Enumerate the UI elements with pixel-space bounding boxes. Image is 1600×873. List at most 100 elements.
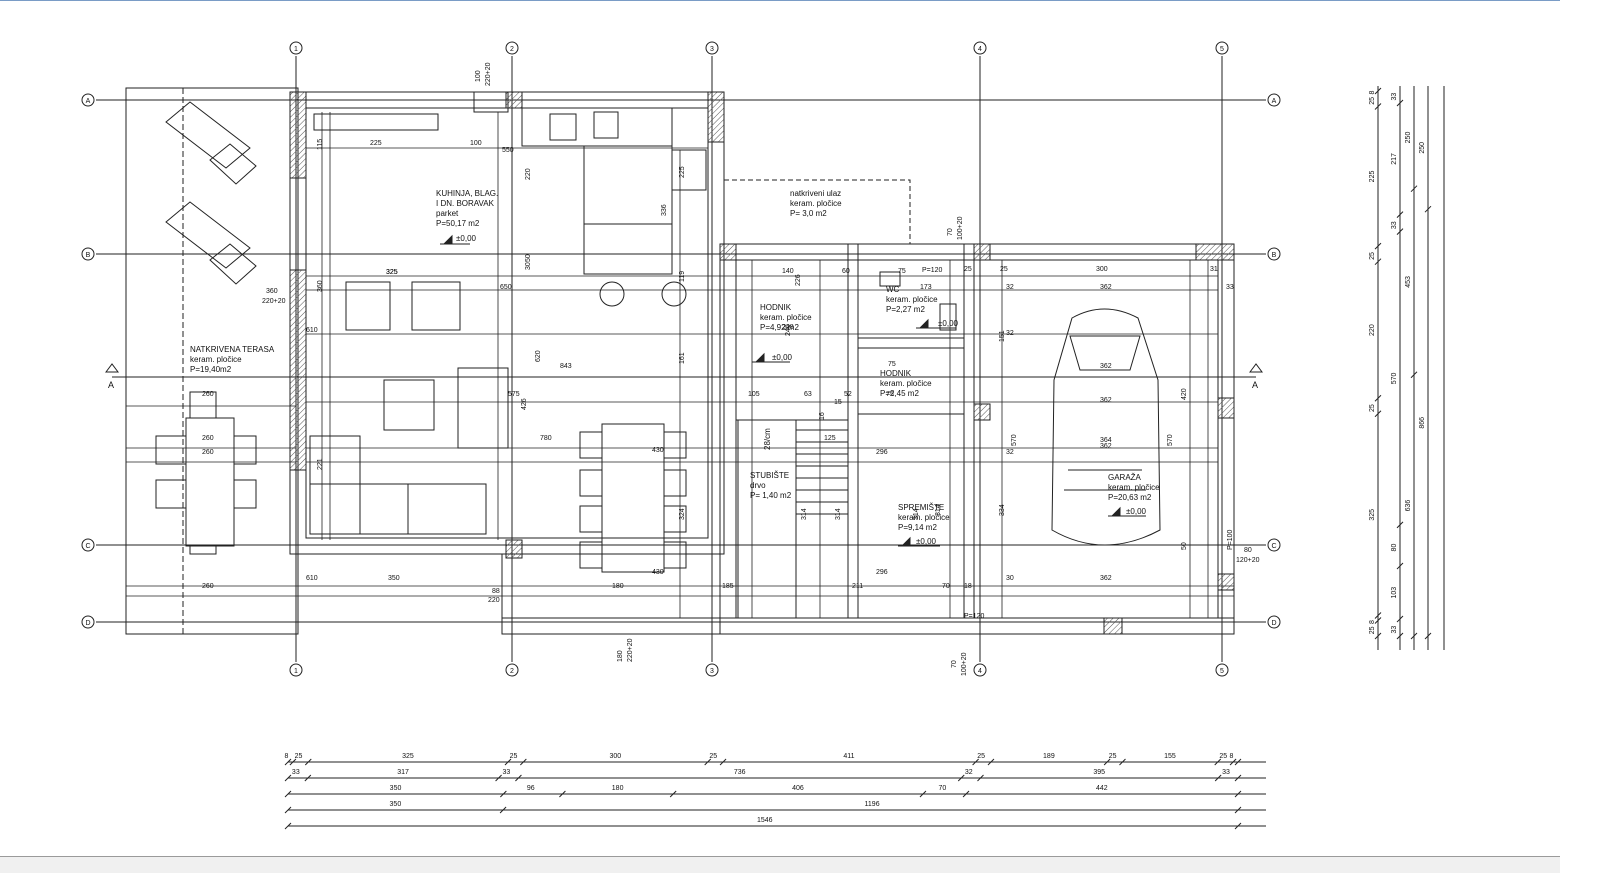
bottom-dim-tick — [289, 758, 297, 766]
right-dim-tick — [1374, 87, 1382, 95]
bottom-dim-tick — [515, 774, 522, 782]
bottom-dim-label: 25 — [709, 753, 717, 760]
right-dim-tick — [1374, 632, 1382, 640]
interior-dim-label: 314 — [935, 504, 942, 516]
bottom-dim-tick — [284, 774, 292, 782]
bottom-dim-label: 96 — [527, 785, 535, 792]
bottom-dim-label: 180 — [612, 785, 624, 792]
interior-dim-label: 221 — [317, 458, 324, 470]
hall1-level: ±0,00 — [772, 353, 793, 362]
bottom-dim-label: 70 — [939, 785, 947, 792]
right-dim-tick — [1410, 371, 1418, 379]
wc-floor: keram. pločice — [886, 295, 938, 304]
interior-dim-label: 211 — [852, 583, 863, 590]
horizontal-scrollbar[interactable] — [0, 856, 1560, 873]
bottom-dim-tick — [504, 758, 512, 766]
right-dim-tick — [1424, 632, 1432, 640]
bottom-dim-label: 25 — [977, 753, 985, 760]
interior-dim-label: 362 — [1100, 284, 1112, 291]
interior-dim-label: 75 — [886, 391, 894, 398]
right-dim-label: 8 — [1369, 90, 1376, 94]
interior-dim-label: 225 — [370, 140, 382, 147]
interior-dim-label: 620 — [535, 350, 542, 362]
interior-dim-label: 550 — [502, 147, 514, 154]
bottom-dim-tick — [962, 790, 970, 798]
interior-dim-label: 63 — [804, 391, 812, 398]
bottom-dim-tick — [519, 758, 527, 766]
bottom-dim-tick — [977, 774, 984, 782]
axis-label-left-B: B — [86, 252, 91, 259]
entrance-name: natkriveni ulaz — [790, 189, 841, 198]
window-p120-top: P=120 — [922, 267, 943, 274]
hall2-area: P=2,45 m2 — [880, 389, 919, 398]
axis-label-right-A: A — [1272, 98, 1277, 105]
window-70-bottom-height: 100+20 — [961, 652, 968, 676]
right-dim-label: 453 — [1405, 276, 1412, 288]
interior-dim-label: 52 — [844, 391, 852, 398]
garage-car — [1051, 308, 1161, 546]
bottom-dim-tick — [495, 774, 502, 782]
wc-area: P=2,27 m2 — [886, 305, 925, 314]
stairs-floor: drvo — [750, 481, 766, 490]
terrace-name: NATKRIVENA TERASA — [190, 345, 275, 354]
right-dim-tick — [1374, 394, 1382, 402]
terrace-floor: keram. pločice — [190, 355, 242, 364]
window-top-border — [0, 0, 1560, 1]
interior-dim-label: 350 — [388, 575, 400, 582]
garage-door-height: 120+20 — [1236, 557, 1260, 564]
axis-label-left-C: C — [85, 543, 90, 550]
interior-dim-label: 246 — [785, 324, 792, 336]
interior-dim-label: 32 — [1006, 449, 1014, 456]
right-dim-label: 250 — [1405, 132, 1412, 144]
bottom-dim-tick — [1234, 758, 1242, 766]
interior-dim-label: 140 — [782, 268, 794, 275]
right-dim-label: 220 — [1369, 324, 1376, 336]
right-dim-tick — [1374, 103, 1382, 110]
wc-fixtures — [879, 271, 957, 331]
bottom-dim-tick — [919, 790, 927, 798]
interior-dim-label: 32 — [1006, 330, 1014, 337]
interior-dim-label: 334 — [999, 504, 1006, 516]
interior-dim-label: 60 — [842, 268, 850, 275]
hall1-name: HODNIK — [760, 303, 792, 312]
bottom-dim-label: 155 — [1164, 753, 1176, 760]
right-dim-tick — [1374, 410, 1382, 418]
right-dim-tick — [1396, 632, 1404, 640]
interior-dim-label: 125 — [824, 435, 836, 442]
interior-dim-label: 362 — [1100, 397, 1112, 404]
window-70-top-height: 100+20 — [957, 216, 964, 240]
bottom-dim-tick — [1103, 758, 1111, 766]
interior-dim-label: 430 — [652, 569, 664, 576]
storage-area: P=9,14 m2 — [898, 523, 937, 532]
interior-dim-label: 33 — [1226, 284, 1234, 291]
right-dim-tick — [1396, 211, 1404, 218]
bottom-dim-label: 33 — [503, 769, 511, 776]
bottom-dim-tick — [284, 790, 292, 798]
interior-dim-label: 260 — [202, 449, 214, 456]
axis-label-right-C: C — [1271, 543, 1276, 550]
bottom-dim-tick — [304, 758, 312, 766]
interior-dim-label: 115 — [317, 139, 324, 150]
axis-label-bottom-4: 4 — [978, 668, 982, 675]
interior-dim-label: 225 — [679, 166, 686, 178]
bottom-dim-tick — [1214, 774, 1222, 782]
interior-dim-label: 360 — [317, 280, 324, 292]
terrace-area: P=19,40m2 — [190, 365, 232, 374]
window-top-width: 100 — [475, 70, 482, 82]
interior-dim-label: 15 — [834, 399, 842, 406]
level-markers — [440, 234, 1146, 547]
entrance-area: P= 3,0 m2 — [790, 209, 827, 218]
bottom-dim-tick — [1234, 822, 1242, 830]
bottom-dim-tick — [1234, 774, 1242, 782]
interior-dim-label: 75 — [888, 361, 896, 368]
bottom-dim-label: 317 — [397, 769, 409, 776]
stairs-area: P= 1,40 m2 — [750, 491, 792, 500]
right-dim-label: 225 — [1369, 171, 1376, 183]
interior-dim-label: 362 — [1100, 575, 1112, 582]
bottom-dim-tick — [972, 758, 979, 766]
axis-label-right-D: D — [1271, 620, 1276, 627]
interior-dim-label: 324 — [679, 508, 686, 520]
garage-floor: keram. pločice — [1108, 483, 1160, 492]
floor-plan-drawing: 1 2 3 4 5 1 2 3 4 5 A B C D A B C D A A — [81, 41, 1445, 830]
interior-dim-label: 25 — [1000, 266, 1008, 273]
